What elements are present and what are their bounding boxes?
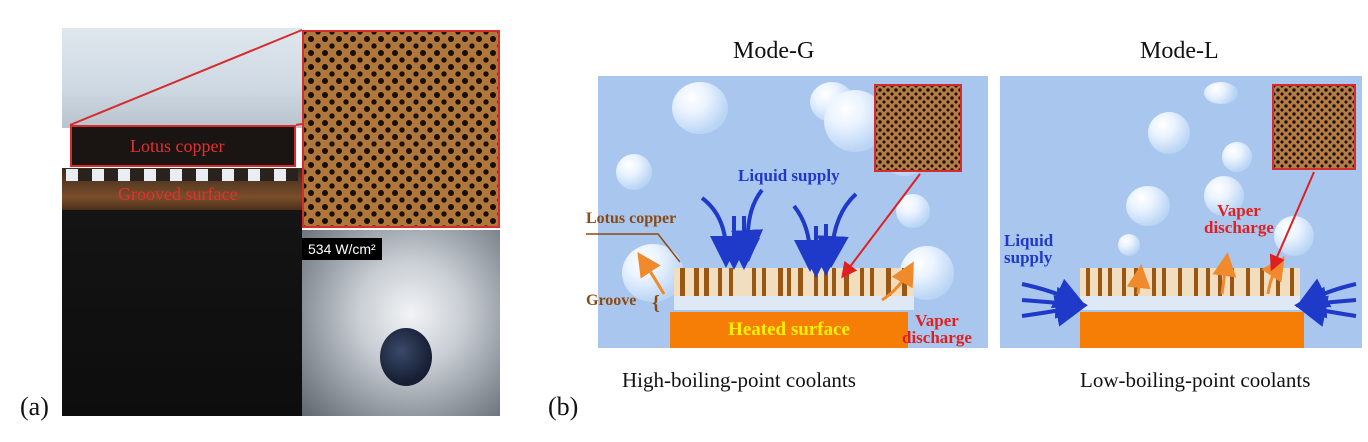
mode-g-lotus-copper-label: Lotus copper (586, 210, 677, 227)
mode-g-diagram: Heated surface Liquid supply (598, 76, 988, 348)
mode-l-liquid-line1: Liquid (1004, 231, 1054, 250)
mode-g-arrows (637, 173, 921, 302)
mode-l-title: Mode-L (1140, 38, 1219, 64)
panel-a-label: (a) (20, 392, 49, 421)
grooved-surface-label: Grooved surface (118, 184, 238, 204)
bubble (1118, 234, 1140, 256)
bubble (1204, 82, 1238, 104)
bubble (1204, 176, 1244, 216)
mode-l-arrows (1021, 171, 1357, 327)
mode-l-liquid-supply-label: Liquid supply (1004, 232, 1053, 266)
lotus-copper-layer (70, 126, 296, 166)
mode-g-vaper-line1: Vaper (915, 311, 959, 330)
mode-g-caption: High-boiling-point coolants (622, 368, 856, 392)
panel-b-label: (b) (548, 392, 579, 421)
groove-holes (66, 169, 298, 181)
lotus-copper-label: Lotus copper (130, 136, 225, 156)
mode-l-diagram: Vaper discharge Liquid supply (1000, 76, 1362, 348)
mode-l-heated-surface (1080, 312, 1304, 348)
porous-micrograph (302, 30, 500, 228)
bubble (1126, 186, 1170, 226)
bubble (1222, 142, 1252, 172)
bubble (1148, 112, 1190, 154)
mode-l-vaper-line1: Vaper (1217, 201, 1261, 220)
panel-a: Lotus copper Grooved surface 534 W/cm² (62, 28, 502, 416)
mode-g-inset-micrograph (874, 84, 962, 172)
mode-g-vaper-discharge-label: Vaper discharge (902, 312, 972, 346)
mode-l-vaper-discharge-label: Vaper discharge (1204, 202, 1274, 236)
mode-g-title: Mode-G (733, 38, 815, 64)
heat-flux-label: 534 W/cm² (302, 238, 382, 260)
mode-l-liquid-line2: supply (1004, 248, 1053, 267)
lotus-copper-highlight-box (70, 125, 296, 167)
mode-g-heated-surface: Heated surface (670, 312, 908, 348)
mode-g-groove-bracket: { (652, 292, 660, 314)
mode-g-groove-gap (674, 296, 914, 310)
substrate-dark (62, 210, 302, 416)
mode-l-inset-micrograph (1272, 84, 1356, 170)
mode-g-vaper-line2: discharge (902, 328, 972, 347)
bubble (672, 82, 728, 134)
bubble (616, 154, 652, 190)
mode-g-liquid-supply-label: Liquid supply (738, 166, 840, 185)
mode-g-copper-bars (680, 268, 907, 296)
zoom-lines (69, 29, 303, 126)
mode-g-lotus-copper-leader (586, 233, 681, 263)
mode-l-vaper-line2: discharge (1204, 218, 1274, 237)
mode-l-caption: Low-boiling-point coolants (1080, 368, 1311, 392)
mode-l-groove-gap (1080, 296, 1300, 310)
dark-bubble (380, 328, 432, 386)
mode-g-groove-label: Groove (586, 292, 637, 309)
